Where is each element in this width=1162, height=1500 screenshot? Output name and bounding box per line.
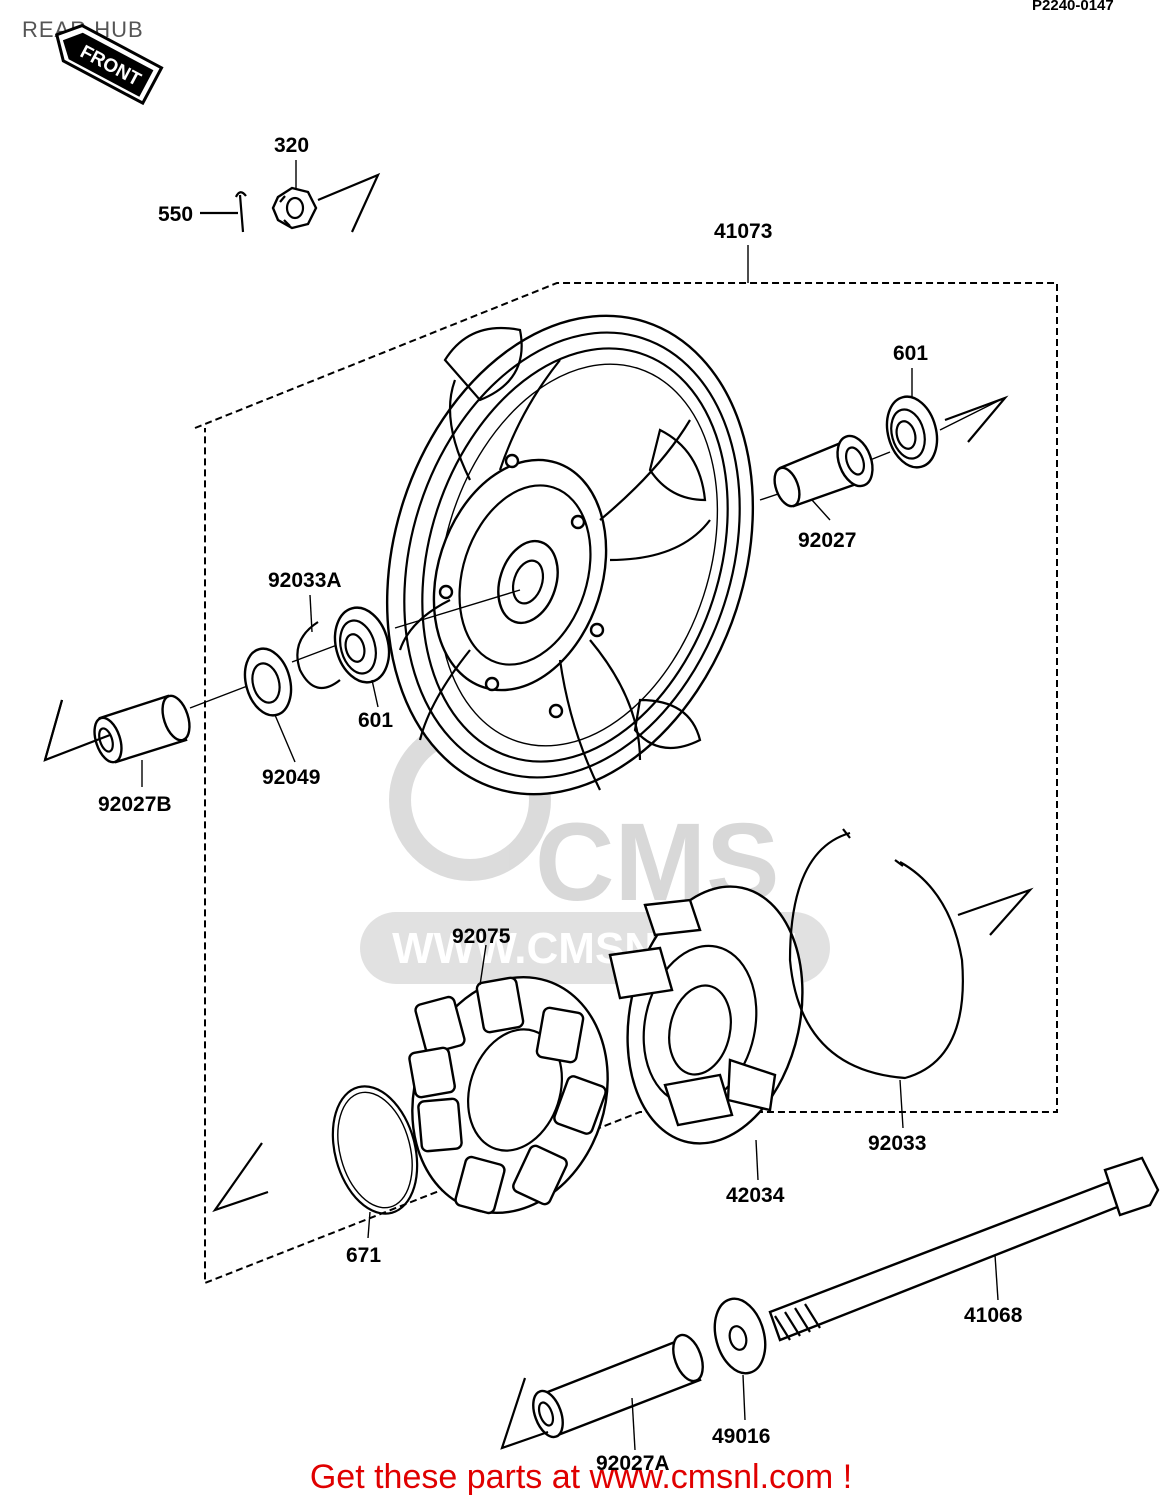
callout-92027: 92027	[798, 529, 856, 552]
nut-320	[271, 186, 318, 230]
callout-41068: 41068	[964, 1304, 1023, 1327]
assembly-outline	[194, 282, 1058, 1285]
callout-601-right: 601	[893, 342, 928, 365]
callout-labels: 320 550 41073 601 92027 92033A 601 92049…	[98, 134, 1023, 1475]
collar-92027a	[532, 1333, 704, 1439]
callout-320: 320	[274, 134, 309, 157]
callout-671: 671	[346, 1244, 381, 1267]
spacer-92027	[773, 434, 874, 508]
callout-92033: 92033	[868, 1132, 926, 1155]
hub-damper-92075	[408, 975, 609, 1215]
circlip-92033a	[296, 621, 341, 690]
bearing-601-right	[885, 395, 939, 469]
callout-92027b: 92027B	[98, 793, 172, 816]
front-direction-arrow-icon: FRONT	[55, 23, 164, 106]
leader-lines	[141, 160, 999, 1451]
spacer-92027b	[93, 694, 191, 764]
callout-42034: 42034	[726, 1184, 785, 1207]
callout-92027a: 92027A	[596, 1452, 670, 1475]
promo-link-text[interactable]: Get these parts at www.cmsnl.com !	[310, 1458, 852, 1496]
direction-arrows	[43, 172, 1034, 1450]
callout-550: 550	[158, 203, 193, 226]
callout-92049: 92049	[262, 766, 320, 789]
circlip-92033	[788, 831, 964, 1080]
callout-41073: 41073	[714, 220, 772, 243]
coupling-42034	[608, 885, 804, 1145]
reference-code: P2240-0147	[1032, 0, 1114, 14]
o-ring-671	[331, 1085, 419, 1215]
callout-92075: 92075	[452, 925, 511, 948]
callout-92033a: 92033A	[268, 569, 342, 592]
rear-axle-41068	[768, 1156, 1160, 1342]
rear-wheel-hub-41073	[385, 314, 755, 796]
oil-seal-92049	[243, 647, 293, 717]
callout-49016: 49016	[712, 1425, 770, 1448]
washer-49016	[713, 1297, 767, 1375]
cotter-pin-550	[234, 191, 247, 233]
callout-601-left: 601	[358, 709, 393, 732]
